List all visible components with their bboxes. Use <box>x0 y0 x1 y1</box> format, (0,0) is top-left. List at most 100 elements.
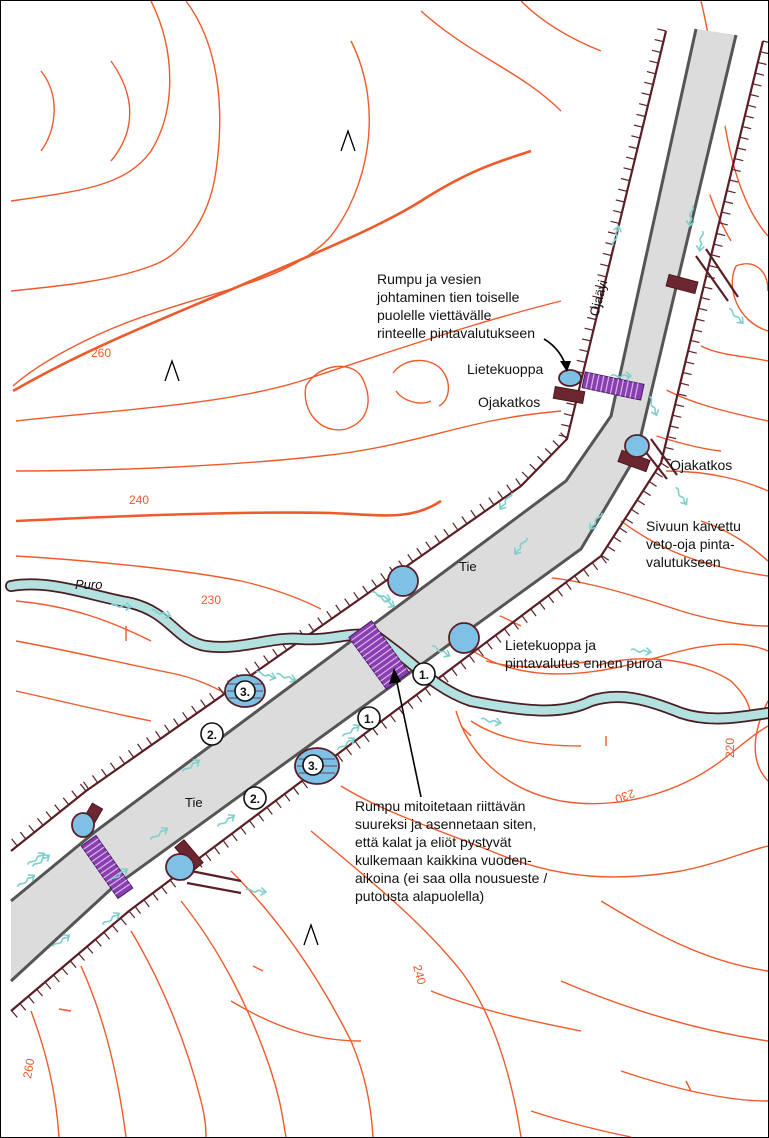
flow-arrow-icon <box>630 646 653 657</box>
flow-arrow-icon <box>151 608 172 620</box>
flow-arrow-icon <box>695 230 705 253</box>
svg-text:kulkemaan kaikkina vuoden-: kulkemaan kaikkina vuoden- <box>355 852 532 868</box>
flow-arrow-icon <box>514 537 528 556</box>
flow-arrow-icon <box>16 874 36 887</box>
side-ditch-bottom <box>186 869 242 895</box>
number-markers: 1. 1. 2. 2. 3. 3. <box>200 662 436 810</box>
settling-pit-label: Lietekuoppa <box>467 361 544 377</box>
ditch-check-label-right: Ojakatkos <box>670 457 732 473</box>
flow-arrow-icon <box>499 492 513 511</box>
settling-pit-icon <box>448 622 480 654</box>
svg-text:Sivuun kaivettu: Sivuun kaivettu <box>646 518 741 534</box>
flow-arrow-icon <box>31 854 51 867</box>
flow-arrow-icon <box>26 852 46 865</box>
arrowhead-icon <box>560 361 571 372</box>
culverts <box>80 371 645 900</box>
contour-lines <box>10 1 768 1137</box>
settling-pit-icon <box>558 369 582 387</box>
side-ditch-top-right <box>695 248 739 302</box>
svg-text:pintavalutus ennen puroa: pintavalutus ennen puroa <box>505 655 662 671</box>
north-arrow-icon <box>303 923 319 946</box>
road-edge-left <box>10 28 698 903</box>
svg-text:rinteelle pintavalutukseen: rinteelle pintavalutukseen <box>377 325 535 341</box>
arrowhead-icon <box>389 668 401 684</box>
pointer-arrows <box>389 338 571 798</box>
marker-2-upper: 2. <box>200 722 224 746</box>
svg-text:Rumpu ja vesien: Rumpu ja vesien <box>377 271 481 287</box>
road-surface <box>11 29 736 981</box>
contour-label-240-mid: 240 <box>129 493 149 507</box>
contour-label-260-bottom: 260 <box>20 1057 37 1079</box>
marker-1-road: 1. <box>357 706 381 730</box>
stream-label: Puro <box>75 577 102 592</box>
svg-text:puolelle viettävälle: puolelle viettävälle <box>377 307 492 323</box>
contour-label-220: 220 <box>723 738 737 758</box>
marker-1-right: 1. <box>412 662 436 686</box>
settling-pit-icon <box>165 853 195 881</box>
north-arrow-icon <box>340 129 356 152</box>
svg-text:Lietekuoppa ja: Lietekuoppa ja <box>505 637 596 653</box>
svg-text:suureksi ja asennetaan siten,: suureksi ja asennetaan siten, <box>355 816 536 832</box>
flow-arrow-icon <box>216 814 236 827</box>
svg-text:veto-oja pinta-: veto-oja pinta- <box>646 536 735 552</box>
north-arrow-icon <box>164 359 180 382</box>
contour-label-230-right: 230 <box>613 786 637 806</box>
ditch-check-icon <box>665 273 699 295</box>
flow-arrow-icon <box>685 205 695 228</box>
flow-arrows <box>16 205 744 947</box>
contour-label-240-bottom: 240 <box>410 963 429 986</box>
flow-arrow-icon <box>109 868 129 881</box>
flow-arrow-icon <box>728 308 744 325</box>
flow-arrow-icon <box>610 371 633 381</box>
settling-pit-icon <box>624 434 650 458</box>
marker-3-upper: 3. <box>234 680 256 702</box>
annotation-pit-before-stream: Lietekuoppa ja pintavalutus ennen puroa <box>505 637 662 671</box>
flow-arrow-icon <box>101 912 121 925</box>
ditch-check-label-left: Ojakatkos <box>478 394 540 410</box>
ditch-check-icon <box>552 386 586 404</box>
flow-arrow-icon <box>371 590 392 603</box>
flow-arrow-icon <box>110 601 133 612</box>
settling-pit-icon <box>387 565 419 597</box>
road-edge-right <box>9 34 738 983</box>
svg-text:putousta alapuolella): putousta alapuolella) <box>355 888 484 904</box>
flow-arrow-icon <box>589 512 603 531</box>
annotation-culvert-top: Rumpu ja vesien johtaminen tien toiselle… <box>376 271 535 341</box>
svg-text:2.: 2. <box>207 728 217 742</box>
contour-label-230-left: 230 <box>201 593 221 607</box>
flow-arrow-icon <box>149 827 169 840</box>
svg-text:1.: 1. <box>419 668 429 682</box>
marker-3-lower: 3. <box>302 754 324 776</box>
flow-arrow-icon <box>648 395 660 417</box>
flow-arrow-icon <box>276 672 297 684</box>
culvert-icon <box>581 371 645 401</box>
culvert-icon <box>80 834 134 900</box>
road-label-lower: Tie <box>185 795 203 810</box>
settling-pit-icon <box>71 812 95 838</box>
flow-arrow-icon <box>51 934 71 947</box>
svg-text:johtaminen tien toiselle: johtaminen tien toiselle <box>376 289 520 305</box>
svg-text:Rumpu mitoitetaan riittävän: Rumpu mitoitetaan riittävän <box>355 798 525 814</box>
marker-2-lower: 2. <box>243 786 267 810</box>
flow-arrow-icon <box>432 645 451 658</box>
svg-text:3.: 3. <box>240 685 250 699</box>
contour-labels: 260 240 230 230 220 240 260 <box>20 346 737 1080</box>
svg-text:että kalat ja eliöt pystyvät: että kalat ja eliöt pystyvät <box>355 834 512 850</box>
flow-arrow-icon <box>256 670 277 682</box>
svg-text:1.: 1. <box>364 712 374 726</box>
annotation-stream-culvert: Rumpu mitoitetaan riittävän suureksi ja … <box>355 798 547 904</box>
flow-arrow-icon <box>611 225 622 247</box>
flow-arrow-icon <box>480 717 503 727</box>
svg-text:2.: 2. <box>250 792 260 806</box>
map-labels: Puro Tie Tie Ojaäyi Lietekuoppa Ojakatko… <box>75 278 732 810</box>
flow-arrow-icon <box>181 759 201 772</box>
contour-label-260-top: 260 <box>91 346 111 360</box>
svg-text:valutukseen: valutukseen <box>646 554 721 570</box>
annotation-side-ditch: Sivuun kaivettu veto-oja pinta- valutuks… <box>646 518 741 570</box>
flow-arrow-icon <box>336 737 356 750</box>
flow-arrow-icon <box>245 886 268 897</box>
road-label-upper: Tie <box>459 559 477 574</box>
flow-arrow-icon <box>341 724 361 737</box>
